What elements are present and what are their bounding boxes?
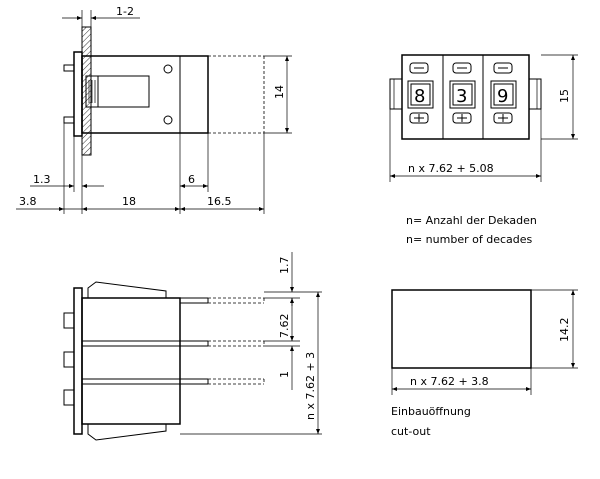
- dim-18: 18: [122, 195, 136, 208]
- plus-button[interactable]: [493, 112, 513, 124]
- digit-2: 3: [456, 86, 467, 107]
- screw-bottom: [163, 115, 173, 125]
- dim-3-8: 3.8: [19, 195, 37, 208]
- switch-body: [81, 55, 209, 134]
- lip-top: [87, 281, 167, 299]
- dim-1-7: 1.7: [278, 257, 291, 275]
- cutout-rect: [391, 289, 532, 369]
- dim-16-5: 16.5: [207, 195, 232, 208]
- dim-1-2: 1-2: [116, 5, 134, 18]
- note-decades-en: n= number of decades: [406, 233, 533, 246]
- dim-7-62: 7.62: [278, 314, 291, 339]
- decade-1: 8: [407, 62, 434, 124]
- dim-14: 14: [273, 85, 286, 99]
- front-bezel: [73, 51, 83, 137]
- side-view: 1-2 14 1.3 6 3.8 18 16.5: [16, 5, 292, 214]
- dim-1-3: 1.3: [33, 173, 51, 186]
- minus-button[interactable]: [409, 62, 429, 74]
- digit-3: 9: [497, 86, 508, 107]
- top-front-plate: [73, 287, 83, 435]
- note-cutout-en: cut-out: [391, 425, 431, 438]
- side-tab-left: [389, 78, 403, 110]
- front-view: 8 3 9: [389, 54, 578, 246]
- digit-window-2: [449, 80, 476, 109]
- plus-button[interactable]: [409, 112, 429, 124]
- digit-window-3: [490, 80, 517, 109]
- minus-button[interactable]: [493, 62, 513, 74]
- dim-14-2: 14.2: [558, 318, 571, 343]
- lip-bottom: [87, 423, 167, 441]
- dim-cutout-width: n x 7.62 + 3.8: [410, 375, 489, 388]
- pin-upper: [63, 64, 75, 72]
- digit-1: 8: [414, 86, 425, 107]
- note-decades-de: n= Anzahl der Dekaden: [406, 214, 537, 227]
- cutout-view: 14.2 n x 7.62 + 3.8 Einbauöffnung cut-ou…: [391, 289, 578, 438]
- decade-2: 3: [449, 62, 476, 124]
- dim-front-width: n x 7.62 + 5.08: [408, 162, 494, 175]
- screw-top: [163, 64, 173, 74]
- side-tab-right: [528, 78, 542, 110]
- dim-15: 15: [558, 89, 571, 103]
- note-cutout-de: Einbauöffnung: [391, 405, 471, 418]
- top-body: [81, 297, 181, 425]
- plus-button[interactable]: [452, 112, 472, 124]
- dim-side-height: n x 7.62 + 3: [304, 352, 317, 420]
- dim-6: 6: [188, 173, 195, 186]
- digit-window-1: [407, 80, 434, 109]
- dim-1: 1: [278, 371, 291, 378]
- minus-button[interactable]: [452, 62, 472, 74]
- digit-window: [85, 75, 150, 108]
- pin-lower: [63, 116, 75, 124]
- top-view: 1.7 7.62 1 n x 7.62 + 3: [63, 252, 322, 441]
- decade-3: 9: [490, 62, 517, 124]
